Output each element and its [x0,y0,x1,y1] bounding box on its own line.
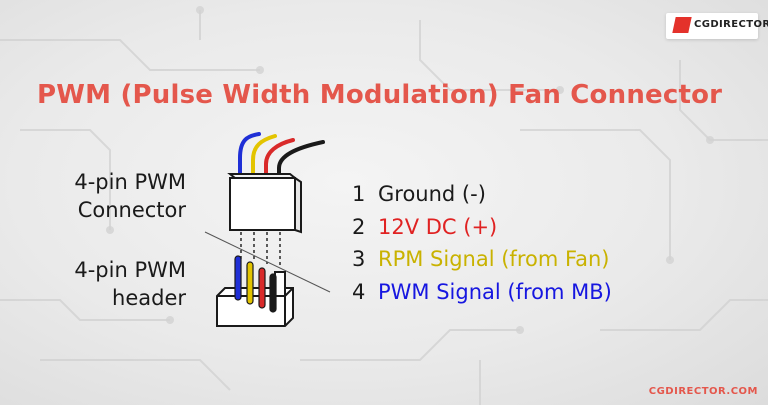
header-housing [216,271,294,327]
connector-housing [227,173,302,234]
header-label-line2: header [112,286,186,310]
plane-line [204,231,331,293]
logo-mark-icon [672,17,692,33]
pin-number: 2 [352,214,366,239]
pin-label-ground: Ground (-) [378,182,486,206]
pin-label-rpm: RPM Signal (from Fan) [378,247,610,271]
pin-row-4: 4 PWM Signal (from MB) [352,276,612,309]
footer-url: CGDIRECTOR.COM [648,386,758,397]
pin-number: 3 [352,247,366,271]
pin-row-3: 3 RPM Signal (from Fan) [352,243,612,276]
diagram-title: PWM (Pulse Width Modulation) Fan Connect… [37,80,723,110]
pin-row-2: 2 12V DC (+) [352,211,612,244]
header-label: 4-pin PWM header [16,256,186,312]
cgdirector-logo: CGDIRECTOR [666,13,768,39]
pin-label-pwm: PWM Signal (from MB) [378,279,612,304]
wire-black [277,140,325,182]
wire-red [264,138,295,182]
wire-blue [238,132,261,182]
pinout-list: 1 Ground (-) 2 12V DC (+) 3 RPM Signal (fro… [352,178,612,308]
pin-number: 4 [352,279,366,304]
connector-label-line1: 4-pin PWM [74,170,186,194]
pin-row-1: 1 Ground (-) [352,178,612,211]
connector-illustration [204,132,331,327]
logo-text: CGDIRECTOR [694,19,768,30]
pin-number: 1 [352,182,366,206]
header-label-line1: 4-pin PWM [74,258,186,282]
pin-label-12v: 12V DC (+) [378,214,498,239]
connector-label-line2: Connector [77,198,186,222]
connector-label: 4-pin PWM Connector [16,168,186,224]
wire-yellow [251,134,277,182]
header-pins [234,255,277,313]
